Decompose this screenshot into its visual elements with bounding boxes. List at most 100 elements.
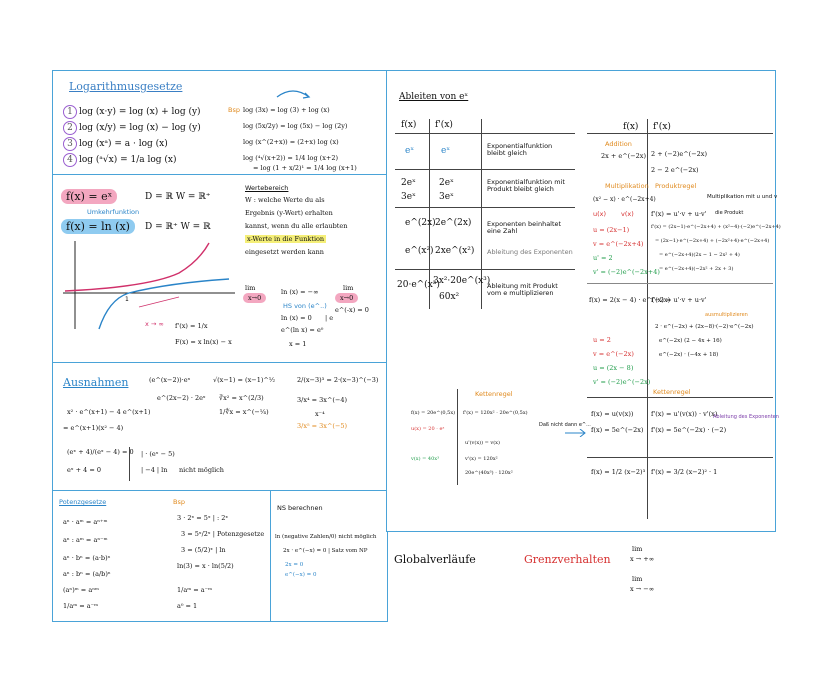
ketten-label: Kettenregel: [653, 388, 691, 396]
ns-line-2: 2x · e^(−x) = 0 | Satz vom NP: [283, 548, 368, 554]
row1-desc: Exponentialfunktion bleibt gleich: [487, 142, 553, 157]
wertebereich-line-4: x-Werte in die Funktion: [245, 235, 327, 243]
ns-line-3: 2x = 0: [285, 562, 304, 568]
prodregel-label: Produktregel: [655, 182, 697, 190]
f-exp-label: f(x) = eˣ: [61, 189, 118, 204]
lim2-bottom: x→0: [335, 293, 359, 303]
ketten-1: f(x) = u(v(x)): [591, 410, 634, 418]
log-example-5: = log (1 + x/2)¹ = 1/4 log (x+1): [253, 164, 357, 172]
frac-step-1: | · (eˣ − 5): [141, 450, 175, 458]
uv-1: u = (2x−1): [593, 226, 630, 234]
log-example-1: log (3x) = log (3) + log (x): [243, 106, 330, 114]
panel-functions: f(x) = eˣ D = ℝ W = ℝ⁺ Umkehrfunktion f(…: [52, 174, 388, 364]
ausnahme-3: √(x−1) = (x−1)^½: [213, 376, 276, 384]
arrow-right-icon: [565, 429, 586, 437]
prod-line-4: = e^(−2x+4)(−2x² + 2x + 3): [659, 266, 734, 272]
factor-1: x² · e^(x+1) − 4 e^(x+1): [67, 408, 151, 416]
f2-uv-3: u = (2x − 8): [593, 364, 634, 372]
table-hline-2: [395, 207, 575, 208]
ketten-note: Ableitung des Exponenten: [713, 414, 779, 420]
ausnahme-4: ∛x² = x^(2/3): [219, 394, 264, 402]
log-example-2: log (5x/2y) = log (5x) − log (2y): [243, 122, 348, 130]
row2-desc: Exponentialfunktion mit Produkt bleibt g…: [487, 178, 565, 193]
lim1-top: lim: [245, 284, 256, 292]
kette-fp: f'(x) = 120x² · 20e^(0,5x): [463, 410, 528, 416]
col-fp: f'(x): [435, 120, 453, 130]
row2-f2: 3eˣ: [401, 192, 416, 202]
table-hline-1: [395, 169, 575, 170]
log-example-4: log (⁴√(x+2)) = 1/4 log (x+2): [243, 154, 339, 162]
prod-hline: [587, 133, 773, 134]
kette-vp: v'(x) = 120x²: [465, 456, 498, 462]
ableiten-title: Ableiten von eˣ: [399, 92, 469, 102]
row3-fp: 2e^(2x): [435, 218, 472, 228]
e-eq: e^(ln x) = e⁰: [281, 326, 324, 334]
global-title: Globalverläufe: [394, 553, 476, 566]
row1-fp: eˣ: [441, 146, 451, 156]
ketten-f: f(x) = 1/2 (x−2)³: [591, 468, 646, 476]
table-vline-1: [429, 119, 430, 309]
prod-line-2: = (2x−1)·e^(−2x+4) + (−2x²+4)·e^(−2x+4): [655, 238, 770, 244]
table-hline-0: [395, 133, 575, 134]
ns-title: NS berechnen: [277, 504, 323, 512]
row3-note: Ableitung des Exponenten: [487, 248, 573, 256]
potenz-rule-5: (aⁿ)ᵐ = aⁿᵐ: [63, 586, 99, 594]
col-f: f(x): [401, 120, 417, 130]
row4-fp: 3x²·20e^(x³): [433, 276, 491, 286]
potenz-example-4: ln(3) = x · ln(5/2): [177, 562, 234, 570]
ln-eq-zero: ln (x) = 0: [281, 314, 312, 322]
ausnahme-1: (e^(x−2))·eˣ: [149, 376, 191, 384]
frac-1: (eˣ + 4)/(eˣ − 4) = 0: [67, 448, 134, 456]
potenz-example-3: 3 = (5/2)ˣ | ln: [181, 546, 226, 554]
ln-at-zero: ln (x) = −∞: [281, 288, 319, 296]
addition-label: Addition: [605, 140, 632, 148]
hs-label: HS von (e^..): [283, 302, 327, 310]
prod-col-fp: f'(x): [653, 122, 671, 132]
potenz-bsp-label: Bsp: [173, 498, 185, 506]
divider: [129, 447, 130, 481]
prod-vline: [647, 119, 648, 519]
ketten-4: f'(x) = 5e^(−2x) · (−2): [651, 426, 727, 434]
prod-rule-note: die Produkt: [715, 210, 744, 216]
kette-v: v(x) = 40x³: [411, 456, 440, 462]
ln-derivative: f'(x) = 1/x: [175, 322, 208, 330]
svg-text:1: 1: [125, 296, 129, 303]
exp-ln-graph: 1: [63, 241, 235, 330]
potenz-rule-6: 1/aᵐ = a⁻ᵐ: [63, 602, 99, 610]
prod-rule: f'(x) = u'·v + u·v': [651, 210, 707, 218]
potenz-example-6: a⁰ = 1: [177, 602, 198, 610]
umkehr-label: Umkehrfunktion: [87, 208, 140, 216]
row4-desc: Ableitung mit Produkt vom e multiplizier…: [487, 282, 558, 297]
table-vline-2: [481, 119, 482, 309]
kette-u: u(x) = 20 · eˣ: [411, 426, 445, 432]
wertebereich-title: Wertebereich: [245, 184, 289, 192]
f2-note: ausmultiplizieren: [705, 312, 748, 318]
mult-note: Multiplikation mit u und v: [707, 194, 778, 200]
ketten-2: f'(x) = u'(v(x)) · v'(x): [651, 410, 718, 418]
potenz-rule-1: aⁿ · aᵐ = aⁿ⁺ᵐ: [63, 518, 108, 526]
kette-f: f(x) = 20e^(0,5x): [411, 410, 456, 416]
prod-sep: [587, 283, 773, 284]
wertebereich-line-5: eingesetzt werden kann: [245, 248, 324, 256]
global-lim-2b: x → −∞: [630, 585, 655, 593]
potenz-rule-3: aⁿ · bⁿ = (a·b)ⁿ: [63, 554, 111, 562]
row3-f: e^(2x): [405, 218, 436, 228]
kette-title: Kettenregel: [475, 390, 513, 398]
f2-expr: f(x) = 2(x − 4) · e^(−2x): [589, 296, 671, 304]
addition-fp-2: 2 − 2 e^(−2x): [651, 166, 699, 174]
ausnahme-9: 3/x⁵ = 3x^(−5): [297, 422, 348, 430]
wertebereich-line-2: Ergebnis (y-Wert) erhalten: [245, 209, 333, 217]
f2-uv-1: u = 2: [593, 336, 611, 344]
lim2-value: e^(-x) = 0: [335, 306, 369, 314]
f2-line-1: 2 · e^(−2x) + (2x−8)·(−2)·e^(−2x): [655, 324, 754, 330]
f-ln-label: f(x) = ln (x): [61, 219, 135, 234]
panel-potenz: Potenzgesetze aⁿ · aᵐ = aⁿ⁺ᵐ aⁿ : aᵐ = a…: [52, 490, 272, 622]
frac-step-2: | −4 | ln: [141, 466, 168, 474]
row3-desc: Exponenten beinhaltet eine Zahl: [487, 220, 562, 235]
ausnahme-2: e^(2x−2) · 2eˣ: [157, 394, 206, 402]
row4-fp2: 60x²: [439, 292, 460, 302]
ausnahme-8: x⁻⁴: [315, 410, 325, 418]
graph-arrow-label: x → ∞: [145, 320, 164, 328]
